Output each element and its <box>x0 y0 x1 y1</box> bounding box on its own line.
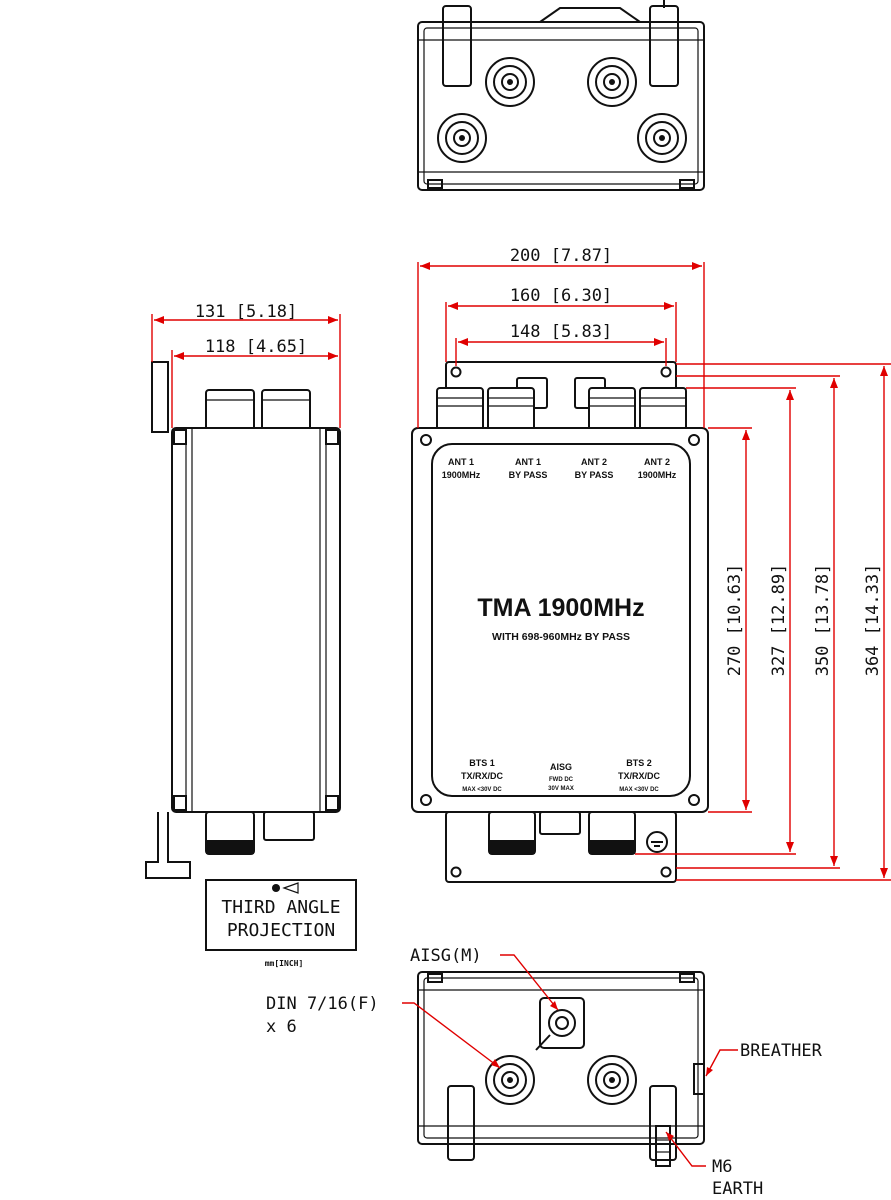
din-connector-icon <box>488 811 536 855</box>
port-label-bts2-type: TX/RX/DC <box>618 771 661 781</box>
product-subtitle: WITH 698-960MHz BY PASS <box>492 631 630 643</box>
port-label-ant2-bypass-band: BY PASS <box>575 470 614 480</box>
front-view: ANT 1 1900MHz ANT 1 BY PASS ANT 2 BY PAS… <box>411 246 891 883</box>
din-connector-icon <box>637 113 687 163</box>
din-connector-icon <box>587 57 637 107</box>
din-connector-icon <box>485 57 535 107</box>
port-label-ant2-bypass: ANT 2 <box>581 457 607 467</box>
port-label-ant1-bypass: ANT 1 <box>515 457 541 467</box>
din-connector-icon <box>639 387 687 431</box>
port-label-ant1-bypass-band: BY PASS <box>509 470 548 480</box>
projection-line2: PROJECTION <box>227 920 335 941</box>
product-title: TMA 1900MHz <box>477 594 644 622</box>
port-label-ant1-1900-band: 1900MHz <box>442 470 481 480</box>
port-label-aisg-rating: 30V MAX <box>548 786 574 792</box>
port-label-bts2: BTS 2 <box>626 758 652 768</box>
port-label-bts2-rating: MAX <30V DC <box>619 787 659 793</box>
din-connector-icon <box>588 811 636 855</box>
side-view: 131 [5.18] 118 [4.65] <box>145 302 341 879</box>
callout-leaders <box>402 954 738 1167</box>
callout-earth-size: M6 <box>712 1157 732 1177</box>
callout-earth: EARTH <box>712 1179 763 1199</box>
port-label-bts1-rating: MAX <30V DC <box>462 787 502 793</box>
aisg-connector-icon <box>535 997 585 1051</box>
dimension-height-270: 270 [10.63] <box>725 564 745 677</box>
port-label-aisg-type: FWD DC <box>549 777 574 783</box>
din-connector-icon <box>437 113 487 163</box>
projection-symbol-box: THIRD ANGLE PROJECTION <box>205 879 357 951</box>
dimension-depth-131: 131 [5.18] <box>195 302 297 322</box>
callout-aisg: AISG(M) <box>410 946 482 966</box>
din-connector-icon <box>588 387 636 431</box>
callout-breather: BREATHER <box>740 1041 823 1061</box>
port-label-aisg: AISG <box>550 762 572 772</box>
port-label-bts1-type: TX/RX/DC <box>461 771 504 781</box>
earth-terminal-icon <box>646 831 668 853</box>
breather-icon <box>693 1063 705 1095</box>
din-connector-icon <box>485 1055 535 1105</box>
dimension-width-200: 200 [7.87] <box>510 246 612 266</box>
bottom-view <box>417 971 705 1167</box>
projection-line1: THIRD ANGLE <box>221 897 340 918</box>
port-label-ant2-1900: ANT 2 <box>644 457 670 467</box>
dimension-height-364: 364 [14.33] <box>863 564 883 677</box>
dimension-width-148: 148 [5.83] <box>510 322 612 342</box>
port-label-ant1-1900: ANT 1 <box>448 457 474 467</box>
dimension-height-350: 350 [13.78] <box>813 564 833 677</box>
dimension-depth-118: 118 [4.65] <box>205 337 307 357</box>
din-connector-icon <box>587 1055 637 1105</box>
port-label-ant2-1900-band: 1900MHz <box>638 470 677 480</box>
callout-din-connector: DIN 7/16(F) <box>266 994 379 1014</box>
din-connector-icon <box>487 387 535 431</box>
port-label-bts1: BTS 1 <box>469 758 495 768</box>
units-note: mm[INCH] <box>265 959 304 968</box>
dimension-width-160: 160 [6.30] <box>510 286 612 306</box>
callout-din-quantity: x 6 <box>266 1017 297 1037</box>
din-connector-icon <box>436 387 484 431</box>
dimension-height-327: 327 [12.89] <box>769 564 789 677</box>
top-view <box>417 0 705 191</box>
